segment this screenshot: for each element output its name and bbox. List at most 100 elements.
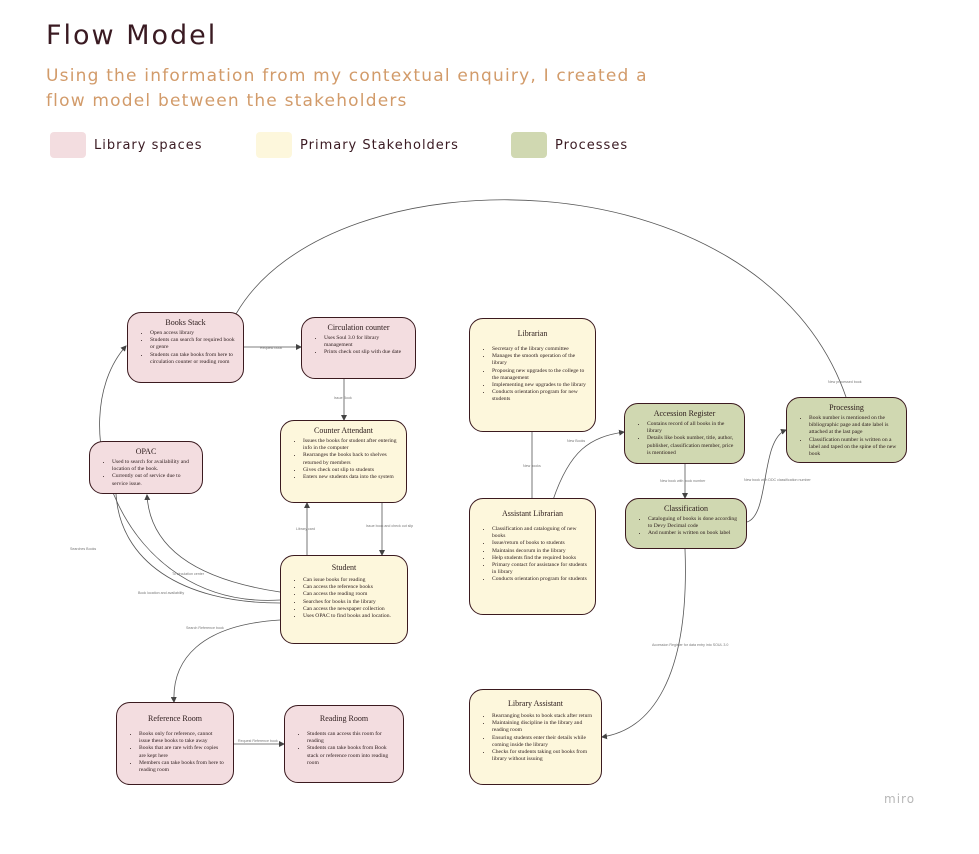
node-title: Circulation counter <box>327 323 390 332</box>
node-item: Issue/return of books to students <box>492 540 587 547</box>
edge-label-book-location: Book location and availability <box>138 591 184 595</box>
legend-library-spaces: Library spaces <box>50 132 203 158</box>
legend-label: Primary Stakeholders <box>300 137 459 153</box>
node-title: Processing <box>829 403 864 412</box>
legend-swatch-yellow <box>256 132 292 158</box>
node-item: Open access library <box>150 330 235 337</box>
page-subtitle: Using the information from my contextual… <box>46 66 648 111</box>
node-librarian: Librarian Secretary of the library commi… <box>469 318 596 432</box>
node-item: Used to search for availability and loca… <box>112 459 194 473</box>
node-item: Gives check out slip to students <box>303 467 398 474</box>
node-title: Librarian <box>517 329 548 338</box>
node-item: Enters new students data into the system <box>303 474 398 481</box>
edge-label-accession-soul: Accession Register for data entry into S… <box>652 643 728 647</box>
node-item: Conducts orientation program for student… <box>492 576 587 583</box>
node-opac: OPAC Used to search for availability and… <box>89 441 203 494</box>
node-circulation-counter: Circulation counter Uses Soul 3.0 for li… <box>301 317 416 379</box>
legend-label: Library spaces <box>94 137 203 153</box>
node-item: Rearranges the books back to shelves ret… <box>303 452 398 466</box>
node-title: Assistant Librarian <box>501 509 564 518</box>
edge-classification-processing <box>746 429 787 523</box>
node-item: Can issue books for reading <box>303 577 399 584</box>
node-library-assistant: Library Assistant Rearranging books to b… <box>469 689 602 785</box>
node-item: Rearranging books to book stack after re… <box>492 713 593 720</box>
miro-watermark: miro <box>884 792 916 806</box>
node-item: Uses Soul 3.0 for library management <box>324 335 407 349</box>
node-item: Secretary of the library committee <box>492 346 587 353</box>
node-title: Reference Room <box>148 714 202 723</box>
node-item: Implementing new upgrades to the library <box>492 382 587 389</box>
node-item: Book number is mentioned on the bibliogr… <box>809 415 898 437</box>
node-item: Contains record of all books in the libr… <box>647 421 736 435</box>
edge-classification-libassistant <box>601 548 686 740</box>
edge-label-new-books: New books <box>523 464 541 468</box>
node-item: Books only for reference, cannot issue t… <box>139 731 225 745</box>
node-classification: Classification Cataloguing of books is d… <box>625 498 747 549</box>
edge-student-reference <box>170 619 281 703</box>
node-books-stack: Books Stack Open access library Students… <box>127 312 244 383</box>
node-item: Manages the smooth operation of the libr… <box>492 353 587 367</box>
node-item: Primary contact for assistance for stude… <box>492 562 587 576</box>
node-reading-room: Reading Room Students can access this ro… <box>284 705 404 783</box>
edge-label-new-books-accession: New Books <box>567 439 585 443</box>
node-reference-room: Reference Room Books only for reference,… <box>116 702 234 785</box>
node-item: And number is written on book label <box>648 530 738 537</box>
edge-label-issue-book-checkout: Issue book and check out slip <box>366 524 413 528</box>
node-item: Checks for students taking out books fro… <box>492 749 593 763</box>
legend-swatch-pink <box>50 132 86 158</box>
node-title: Library Assistant <box>508 699 563 708</box>
edge-label-library-card: Library card <box>296 527 315 531</box>
node-item: Conducts orientation program for new stu… <box>492 389 587 403</box>
node-item: Can access the reference books <box>303 584 399 591</box>
node-item: Classification number is written on a la… <box>809 437 898 459</box>
node-item: Students can take books from here to cir… <box>150 352 235 366</box>
node-student: Student Can issue books for reading Can … <box>280 555 408 644</box>
node-title: Counter Attendant <box>314 426 373 435</box>
node-item: Students can search for required book or… <box>150 337 235 351</box>
edge-label-new-book-ddc: New book with DDC classification number <box>744 478 812 482</box>
legend-primary-stakeholders: Primary Stakeholders <box>256 132 459 158</box>
node-item: Currently out of service due to service … <box>112 473 194 487</box>
edge-label-request-reference: Request Reference book <box>238 739 278 743</box>
node-title: Student <box>331 563 357 572</box>
legend-processes: Processes <box>511 132 628 158</box>
node-title: Accession Register <box>653 409 716 418</box>
edge-assistant-accession <box>552 429 625 501</box>
node-item: Books that are rare with few copies are … <box>139 745 225 759</box>
node-item: Issues the books for student after enter… <box>303 438 398 452</box>
node-item: Ensuring students enter their details wh… <box>492 735 593 749</box>
page-title: Flow Model <box>46 20 218 51</box>
node-item: Proposing new upgrades to the college to… <box>492 368 587 382</box>
node-title: Reading Room <box>319 714 369 723</box>
node-item: Students can access this room for readin… <box>307 731 395 745</box>
node-counter-attendant: Counter Attendant Issues the books for s… <box>280 420 407 503</box>
node-item: Uses OPAC to find books and location. <box>303 613 399 620</box>
node-title: OPAC <box>135 447 157 456</box>
node-item: Details like book number, title, author,… <box>647 435 736 457</box>
legend-label: Processes <box>555 137 629 153</box>
node-processing: Processing Book number is mentioned on t… <box>786 397 907 463</box>
node-item: Maintains decorum in the library <box>492 548 587 555</box>
node-item: Students can take books from Book stack … <box>307 745 395 767</box>
node-item: Help students find the required books <box>492 555 587 562</box>
node-assistant-librarian: Assistant Librarian Classification and c… <box>469 498 596 615</box>
edge-label-issue-book: Issue Book <box>334 396 352 400</box>
edge-label-request-book: Request book <box>260 346 282 350</box>
node-item: Cataloguing of books is done according t… <box>648 516 738 530</box>
edge-label-new-book-number: New book with book number <box>660 479 706 483</box>
node-item: Members can take books from here to read… <box>139 760 225 774</box>
node-item: Prints check out slip with due date <box>324 349 407 356</box>
edge-label-search-reference: Search Reference book <box>186 626 224 630</box>
node-item: Can access the newspaper collection <box>303 606 399 613</box>
node-item: Searches for books in the library <box>303 599 399 606</box>
node-title: Classification <box>664 504 708 513</box>
edge-label-search-books: Searches Books <box>70 547 96 551</box>
node-item: Maintaining discipline in the library an… <box>492 720 593 734</box>
node-item: Classification and cataloguing of new bo… <box>492 526 587 540</box>
node-title: Books Stack <box>165 318 206 327</box>
legend-swatch-green <box>511 132 547 158</box>
edge-student-opac-return <box>144 494 281 593</box>
edge-label-to-circulation: To circulation center <box>172 572 205 576</box>
node-item: Can access the reading room <box>303 591 399 598</box>
